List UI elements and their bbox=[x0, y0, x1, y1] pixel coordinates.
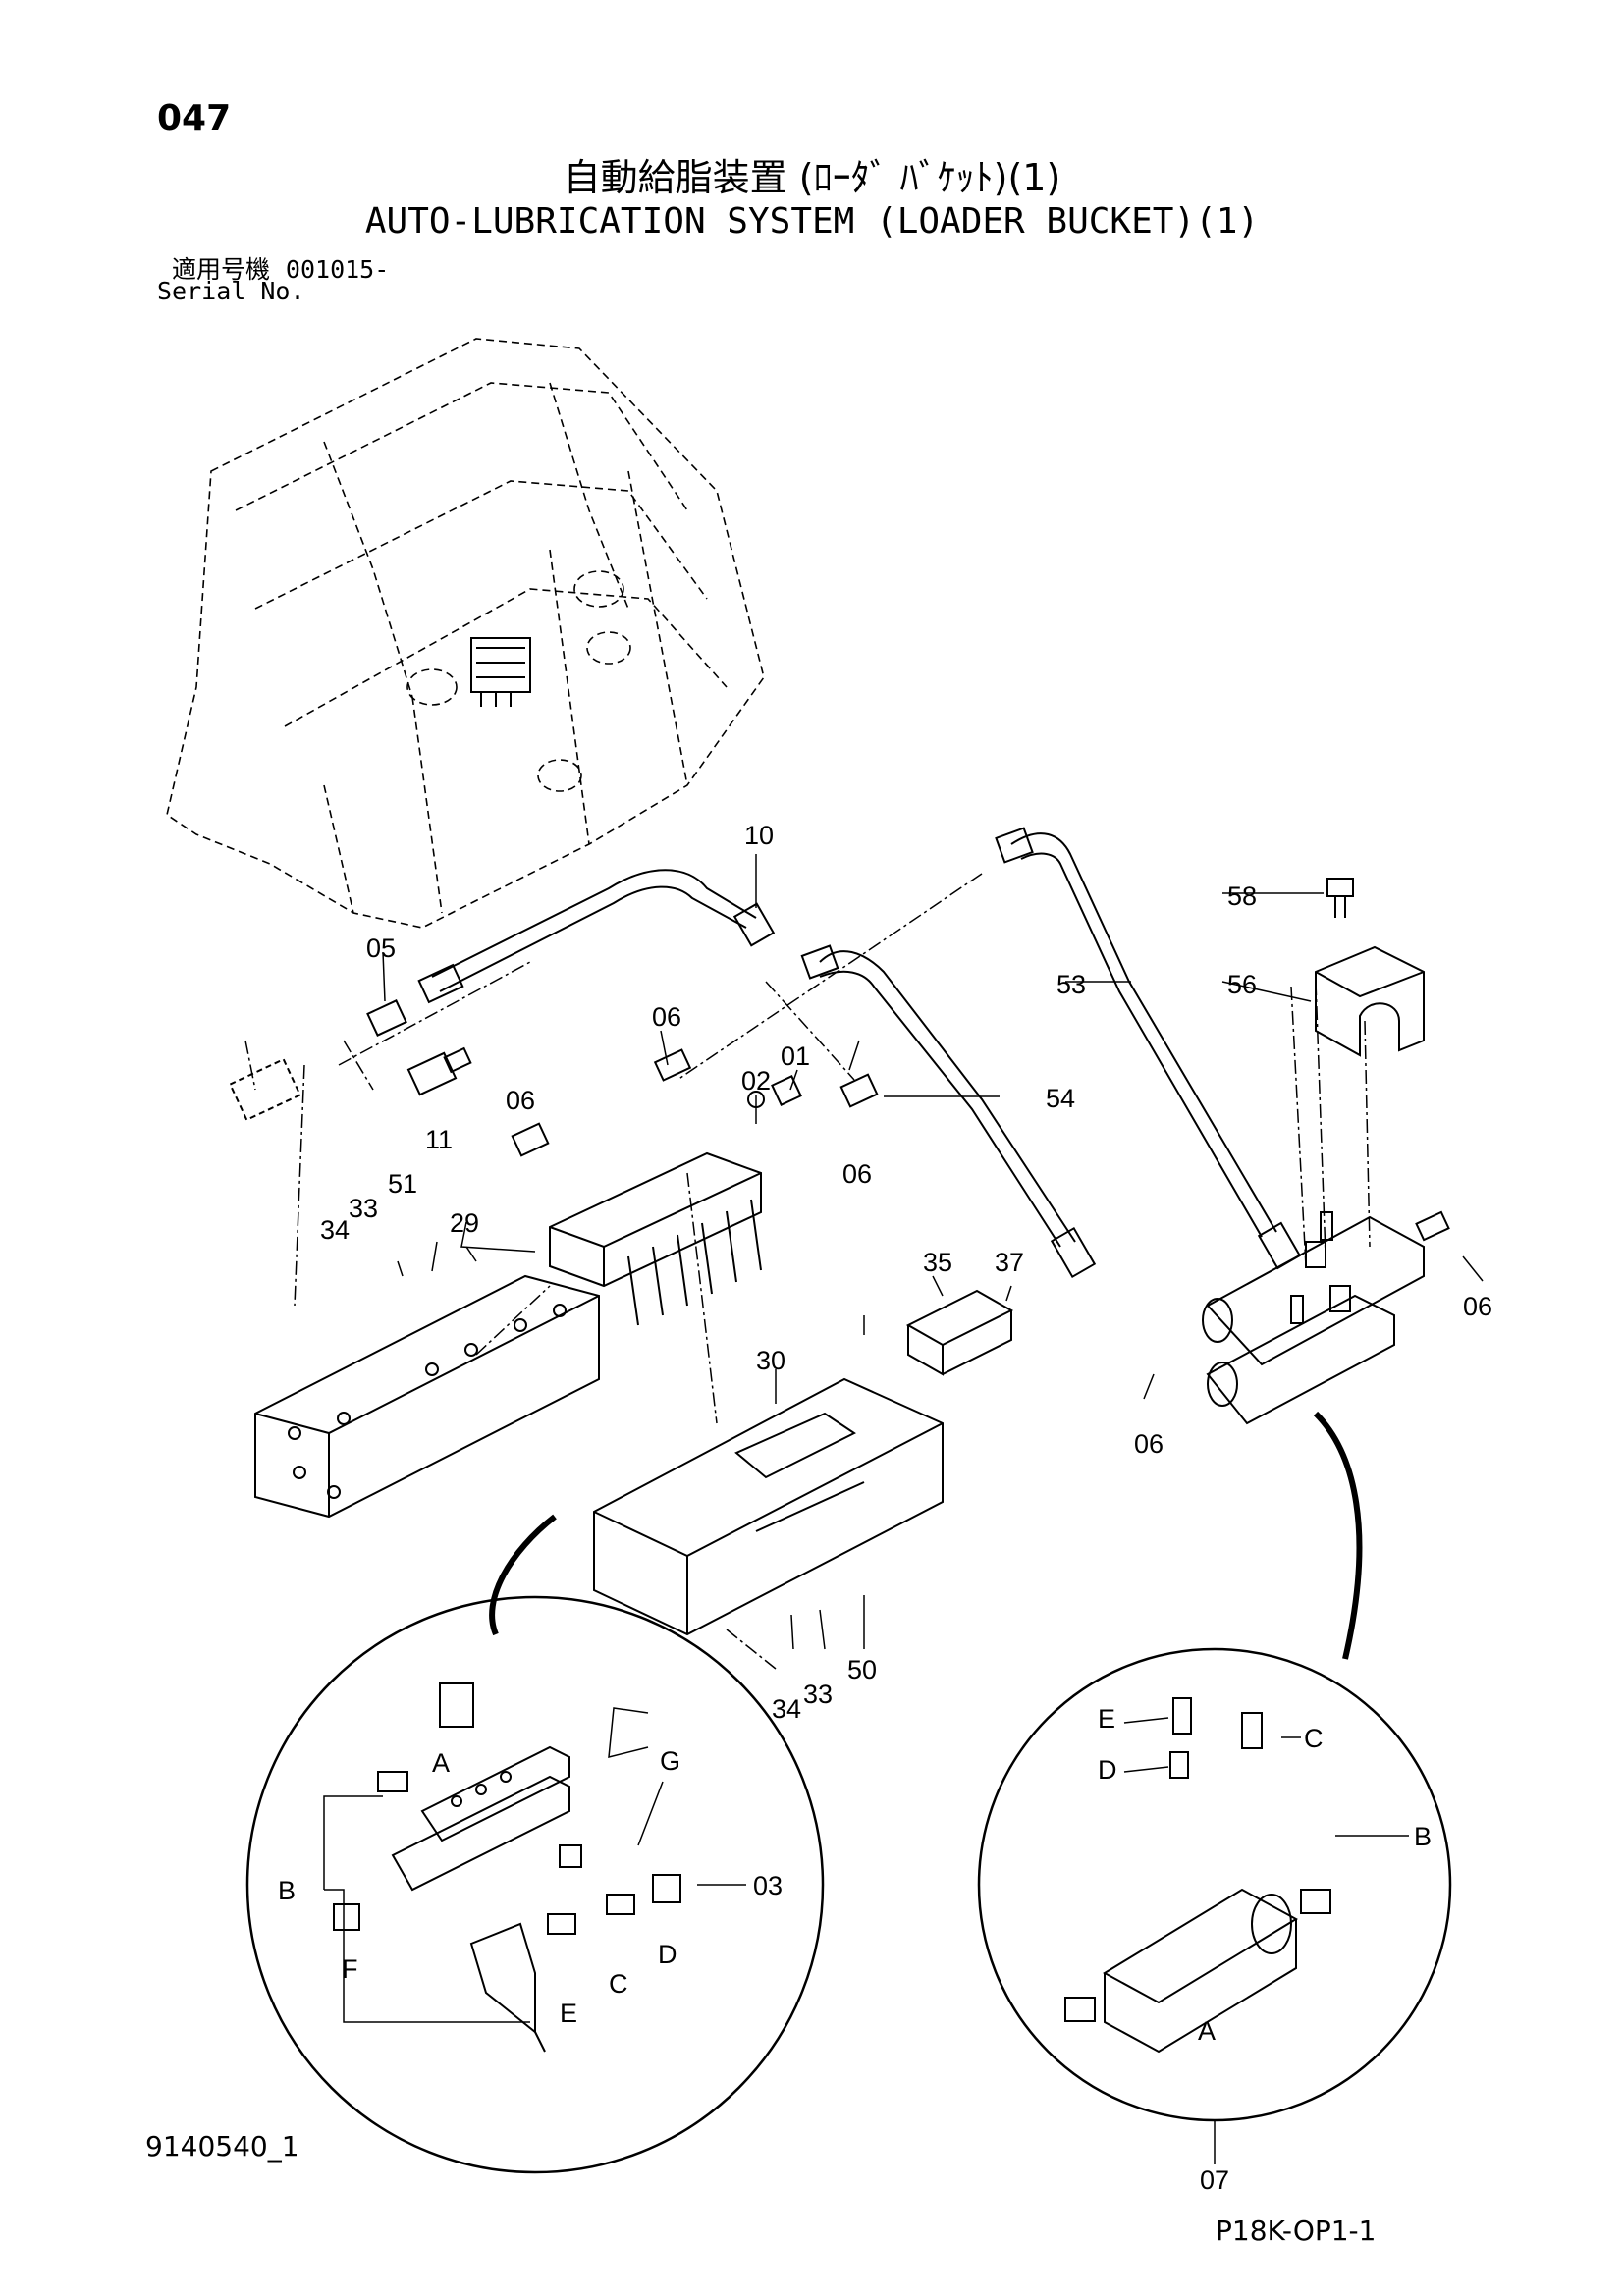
callout-10: 10 bbox=[744, 821, 774, 850]
document-code: 9140540_1 bbox=[145, 2130, 299, 2163]
callout-11: 11 bbox=[425, 1125, 453, 1154]
callout-54: 54 bbox=[1046, 1084, 1075, 1113]
callout-numbers: 10 05 06 01 02 06 11 54 06 53 58 56 51 3… bbox=[320, 821, 1492, 2195]
left-detail-f: F bbox=[342, 1954, 358, 1984]
left-detail-e: E bbox=[560, 1999, 577, 2028]
serial-label-ja: 適用号機 bbox=[172, 255, 271, 284]
callout-06-e: 06 bbox=[1134, 1429, 1164, 1459]
left-detail-b: B bbox=[278, 1876, 296, 1905]
zoom-curves bbox=[489, 1411, 1363, 1660]
right-detail-c: C bbox=[1304, 1724, 1324, 1753]
callout-33-a: 33 bbox=[349, 1194, 378, 1223]
detail-circle-left bbox=[245, 1595, 825, 2174]
clamp-56 bbox=[1315, 945, 1425, 1057]
callout-01: 01 bbox=[781, 1041, 810, 1071]
callout-37: 37 bbox=[995, 1248, 1024, 1277]
callout-35: 35 bbox=[923, 1248, 952, 1277]
hose-10 bbox=[417, 869, 776, 1004]
bolt-58 bbox=[1326, 878, 1354, 918]
hose-54 bbox=[800, 944, 1097, 1279]
left-detail-g: G bbox=[660, 1746, 680, 1776]
page-number: 047 bbox=[157, 98, 232, 138]
serial-line-japanese: 適用号機 001015- bbox=[172, 250, 389, 286]
bracket-plate-29 bbox=[254, 1274, 600, 1519]
callout-03: 03 bbox=[753, 1871, 783, 1900]
callout-33-b: 33 bbox=[803, 1680, 833, 1709]
cylinder-assembly bbox=[1202, 1210, 1450, 1425]
callout-51: 51 bbox=[388, 1169, 417, 1199]
callout-53: 53 bbox=[1056, 970, 1086, 999]
right-detail-e: E bbox=[1098, 1704, 1115, 1734]
title-english: AUTO-LUBRICATION SYSTEM (LOADER BUCKET)(… bbox=[364, 201, 1260, 241]
callout-29: 29 bbox=[450, 1208, 479, 1238]
detail-letters: A G B F C D E E D C B A bbox=[278, 1704, 1432, 2046]
loader-bucket-outline bbox=[166, 338, 765, 929]
callout-30: 30 bbox=[756, 1346, 785, 1375]
left-detail-c: C bbox=[609, 1969, 628, 1999]
callout-58: 58 bbox=[1227, 881, 1257, 911]
callout-56: 56 bbox=[1227, 970, 1257, 999]
callout-05: 05 bbox=[366, 934, 396, 963]
callout-07: 07 bbox=[1200, 2165, 1229, 2195]
callout-06-b: 06 bbox=[506, 1086, 535, 1115]
callout-06-d: 06 bbox=[1463, 1292, 1492, 1321]
callout-34-b: 34 bbox=[772, 1694, 801, 1724]
callout-06-a: 06 bbox=[652, 1002, 681, 1032]
callout-50: 50 bbox=[847, 1655, 877, 1684]
bucket-mounted-distributor bbox=[470, 637, 531, 707]
fittings-left bbox=[229, 999, 879, 1157]
callout-02: 02 bbox=[741, 1066, 771, 1095]
right-detail-b: B bbox=[1414, 1822, 1432, 1851]
page-reference: P18K-OP1-1 bbox=[1216, 2215, 1377, 2247]
callout-06-c: 06 bbox=[842, 1159, 872, 1189]
cover-35 bbox=[905, 1289, 1014, 1376]
distributor-block bbox=[549, 1151, 762, 1326]
serial-label-english: Serial No. bbox=[157, 277, 305, 305]
callout-leaders bbox=[323, 854, 1484, 2164]
right-detail-a: A bbox=[1198, 2016, 1216, 2046]
bracket-30 bbox=[593, 1377, 944, 1636]
title-japanese: 自動給脂装置 (ﾛｰﾀﾞ ﾊﾞｹｯﾄ)(1) bbox=[563, 156, 1061, 199]
right-detail-d: D bbox=[1098, 1755, 1117, 1785]
left-detail-d: D bbox=[658, 1940, 677, 1969]
assembly-leader-lines bbox=[244, 873, 1371, 1670]
detail-circle-right bbox=[977, 1647, 1452, 2122]
hose-53 bbox=[995, 827, 1302, 1270]
serial-value: 001015- bbox=[285, 255, 390, 284]
left-detail-a: A bbox=[432, 1748, 450, 1778]
callout-34-a: 34 bbox=[320, 1215, 350, 1245]
